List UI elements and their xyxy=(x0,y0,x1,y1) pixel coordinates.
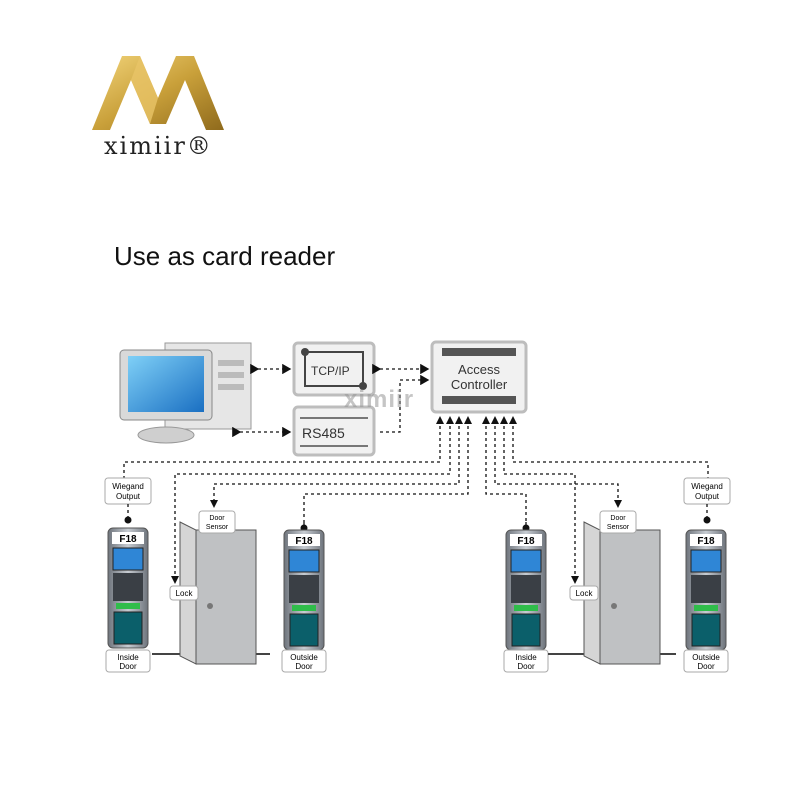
svg-text:Door: Door xyxy=(697,662,715,671)
brand-logo xyxy=(92,56,224,130)
svg-text:Sensor: Sensor xyxy=(607,524,630,531)
svg-text:Wiegand: Wiegand xyxy=(112,482,144,491)
tcpip-label: TCP/IP xyxy=(311,364,350,378)
left-outside-label: Outside Door xyxy=(281,649,327,673)
left-inside-label: Inside Door xyxy=(105,649,151,673)
svg-text:Sensor: Sensor xyxy=(206,524,229,531)
svg-text:F18: F18 xyxy=(517,536,535,547)
left-inside-reader: F18 xyxy=(107,527,149,649)
svg-text:Lock: Lock xyxy=(176,589,194,598)
svg-text:Inside: Inside xyxy=(117,653,139,662)
access-diagram: TCP/IP RS485 Access Controller xyxy=(104,340,731,673)
left-outside-reader: F18 xyxy=(283,529,325,651)
right-inside-label: Inside Door xyxy=(503,649,549,673)
svg-text:Output: Output xyxy=(695,492,720,501)
right-inside-reader: F18 xyxy=(505,529,547,651)
svg-text:Door: Door xyxy=(295,662,313,671)
svg-text:Wiegand: Wiegand xyxy=(691,482,723,491)
right-door-sensor-label: Door Sensor xyxy=(599,510,637,534)
rs485-label: RS485 xyxy=(302,425,345,441)
svg-text:Outside: Outside xyxy=(692,653,720,662)
computer-icon xyxy=(119,342,252,444)
watermark: ximiir xyxy=(344,386,415,413)
svg-text:Output: Output xyxy=(116,492,141,501)
rs485-module: RS485 xyxy=(292,405,376,457)
svg-text:Door: Door xyxy=(517,662,535,671)
svg-text:Inside: Inside xyxy=(515,653,537,662)
svg-text:F18: F18 xyxy=(697,536,715,547)
svg-text:Lock: Lock xyxy=(576,589,594,598)
right-wiegand-label: Wiegand Output xyxy=(683,477,731,505)
right-outside-label: Outside Door xyxy=(683,649,729,673)
right-lock-label: Lock xyxy=(569,585,599,601)
brand-name: ximiir® xyxy=(104,132,213,160)
svg-text:Outside: Outside xyxy=(290,653,318,662)
left-door-sensor-label: Door Sensor xyxy=(198,510,236,534)
svg-text:F18: F18 xyxy=(295,536,313,547)
controller-label-2: Controller xyxy=(451,377,508,392)
svg-text:F18: F18 xyxy=(119,534,137,545)
page-title: Use as card reader xyxy=(114,241,336,271)
controller-label-1: Access xyxy=(458,362,500,377)
svg-text:Door: Door xyxy=(209,515,225,522)
svg-text:Door: Door xyxy=(610,515,626,522)
access-controller: Access Controller xyxy=(430,340,528,414)
svg-text:Door: Door xyxy=(119,662,137,671)
left-lock-label: Lock xyxy=(169,585,199,601)
right-outside-reader: F18 xyxy=(685,529,727,651)
left-wiegand-label: Wiegand Output xyxy=(104,477,152,505)
